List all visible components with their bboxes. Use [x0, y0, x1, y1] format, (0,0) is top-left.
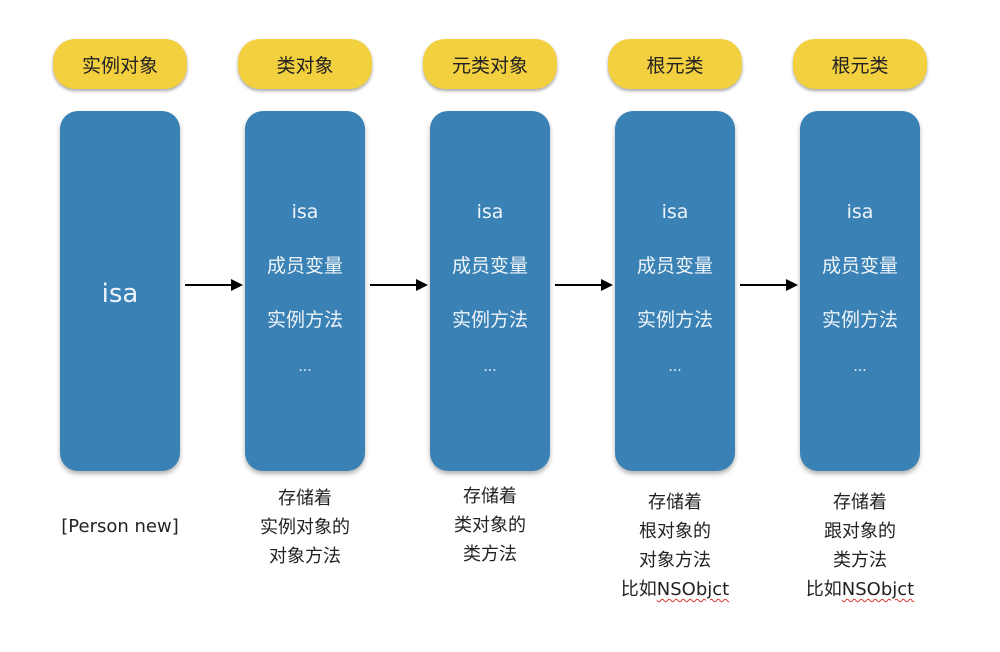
label-text: 元类对象 — [451, 54, 528, 77]
box-line-isa: isa — [476, 201, 504, 223]
box-line-ivars: 成员变量 — [636, 255, 713, 277]
label-text: 根元类 — [646, 54, 704, 77]
caption-class-name: NSObjct — [841, 579, 915, 600]
caption-line: 类方法 — [463, 544, 517, 565]
caption-line: 存储着 — [648, 492, 702, 513]
caption-line: 实例对象的 — [260, 517, 350, 538]
caption-prefix: 比如 — [620, 579, 657, 600]
arrow-icon — [555, 279, 613, 291]
caption-line: 存储着 — [278, 488, 332, 509]
caption: 存储着 根对象的 对象方法 比如NSObjct — [585, 488, 765, 604]
caption-line: 对象方法 — [269, 546, 341, 567]
label-pill: 类对象 — [238, 39, 372, 89]
caption-prefix: 比如 — [805, 579, 842, 600]
box-isa: isa — [101, 279, 139, 309]
caption-line: 类对象的 — [454, 515, 526, 536]
label-pill: 元类对象 — [423, 39, 557, 89]
object-box: isa 成员变量 实例方法 ... — [800, 111, 920, 471]
caption: 存储着 类对象的 类方法 — [400, 482, 580, 569]
caption-line: 跟对象的 — [824, 521, 896, 542]
box-line-isa: isa — [661, 201, 689, 223]
label-pill: 实例对象 — [53, 39, 187, 89]
box-line-isa: isa — [291, 201, 319, 223]
box-line-ivars: 成员变量 — [266, 255, 343, 277]
object-box: isa — [60, 111, 180, 471]
caption-line: 比如NSObjct — [585, 575, 765, 604]
box-line-methods: 实例方法 — [636, 309, 713, 331]
caption: 存储着 跟对象的 类方法 比如NSObjct — [770, 488, 950, 604]
arrow-icon — [185, 279, 243, 291]
label-text: 根元类 — [831, 54, 889, 77]
label-pill: 根元类 — [608, 39, 742, 89]
object-box: isa 成员变量 实例方法 ... — [430, 111, 550, 471]
caption-line: 对象方法 — [639, 550, 711, 571]
caption: 存储着 实例对象的 对象方法 — [215, 484, 395, 571]
caption-line: 根对象的 — [639, 521, 711, 542]
box-line-ellipsis: ... — [853, 359, 867, 375]
caption-class-name: NSObjct — [656, 579, 730, 600]
arrow-icon — [370, 279, 428, 291]
box-line-ellipsis: ... — [483, 359, 497, 375]
caption-line: 类方法 — [833, 550, 887, 571]
label-text: 实例对象 — [81, 54, 158, 77]
object-box: isa 成员变量 实例方法 ... — [615, 111, 735, 471]
caption-line: 比如NSObjct — [770, 575, 950, 604]
arrow-icon — [740, 279, 798, 291]
box-line-ivars: 成员变量 — [821, 255, 898, 277]
caption-line: 存储着 — [833, 492, 887, 513]
box-line-ivars: 成员变量 — [451, 255, 528, 277]
box-line-methods: 实例方法 — [821, 309, 898, 331]
box-line-ellipsis: ... — [668, 359, 682, 375]
label-pill: 根元类 — [793, 39, 927, 89]
box-line-isa: isa — [846, 201, 874, 223]
caption: [Person new] — [30, 512, 210, 541]
caption-line: [Person new] — [61, 516, 179, 537]
label-text: 类对象 — [276, 54, 334, 77]
box-line-ellipsis: ... — [298, 359, 312, 375]
caption-line: 存储着 — [463, 486, 517, 507]
box-line-methods: 实例方法 — [451, 309, 528, 331]
object-box: isa 成员变量 实例方法 ... — [245, 111, 365, 471]
box-line-methods: 实例方法 — [266, 309, 343, 331]
